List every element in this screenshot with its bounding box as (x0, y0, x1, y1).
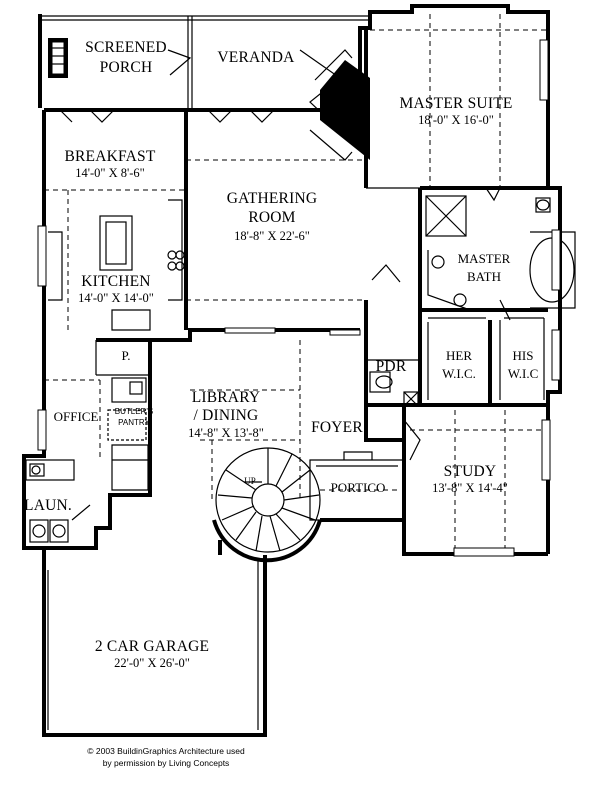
portico-label: PORTICO (331, 480, 386, 495)
his-wic-label-1: HIS (513, 348, 534, 363)
windows (37, 225, 561, 481)
copyright-line-2: by permission by Living Concepts (103, 758, 230, 768)
screened-porch-label-2: PORCH (100, 59, 153, 76)
copyright-line-1: © 2003 BuildinGraphics Architecture used (87, 746, 245, 756)
foyer-label: FOYER (311, 419, 363, 436)
library-label-1: LIBRARY (192, 389, 261, 406)
master-suite-dims: 18'-0" X 16'-0" (418, 113, 494, 127)
her-wic-label-1: HER (446, 348, 472, 363)
spiral-stair (212, 447, 322, 563)
laundry-label: LAUN. (24, 497, 72, 514)
her-wic-label-2: W.I.C. (442, 366, 476, 381)
kitchen-label: KITCHEN (81, 273, 150, 290)
room-labels: SCREENED PORCH VERANDA MASTER SUITE 18'-… (24, 39, 538, 768)
office-label: OFFICE (54, 409, 99, 424)
library-dims: 14'-8" X 13'-8" (188, 426, 264, 440)
garage-dims: 22'-0" X 26'-0" (114, 656, 190, 670)
pdr-label: PDR (376, 358, 407, 375)
breakfast-label: BREAKFAST (64, 148, 155, 165)
pantry-label: P. (121, 348, 130, 363)
gathering-room-label-2: ROOM (248, 209, 295, 226)
interior-walls (25, 110, 548, 557)
butlers-pantry-label-2: PANTRY (118, 418, 150, 427)
study-dims: 13'-8" X 14'-4" (432, 481, 508, 495)
butlers-pantry-label-1: BUTLER'S (115, 407, 153, 416)
doors (59, 109, 511, 321)
kitchen-dims: 14'-0" X 14'-0" (78, 291, 154, 305)
stair-up-label: UP (244, 476, 256, 486)
master-bath-label-2: BATH (467, 269, 501, 284)
porch-veranda-walls (38, 14, 370, 136)
gathering-room-label-1: GATHERING (227, 190, 318, 207)
master-suite-label: MASTER SUITE (399, 95, 512, 112)
garage-label: 2 CAR GARAGE (95, 638, 209, 655)
screened-porch-label-1: SCREENED (85, 39, 167, 56)
fireplace (309, 49, 370, 161)
breakfast-dims: 14'-0" X 8'-6" (75, 166, 145, 180)
library-label-2: / DINING (194, 407, 259, 424)
his-wic-label-2: W.I.C (508, 366, 539, 381)
garage-details (47, 560, 259, 730)
master-bath-label-1: MASTER (458, 251, 511, 266)
veranda-label: VERANDA (217, 49, 295, 66)
study-label: STUDY (444, 463, 497, 480)
gathering-room-dims: 18'-8" X 22'-6" (234, 229, 310, 243)
